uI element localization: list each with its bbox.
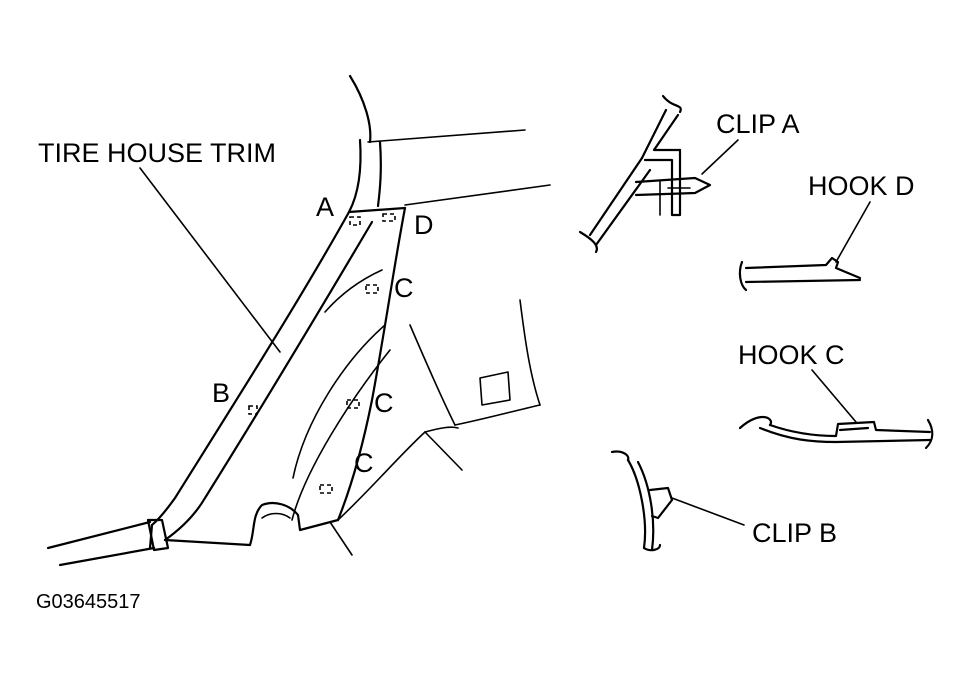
- clip-a-label: CLIP A: [716, 109, 800, 139]
- tire-house-trim-label: TIRE HOUSE TRIM: [38, 138, 276, 168]
- point-a-label: A: [316, 192, 334, 222]
- clip-b-detail: [610, 450, 745, 552]
- point-c3-label: C: [354, 448, 374, 478]
- hook-c-detail: [738, 369, 934, 450]
- trim-panel-illustration: [46, 74, 551, 567]
- point-b-label: B: [212, 378, 230, 408]
- clip-a-detail: [578, 94, 739, 254]
- hook-c-label: HOOK C: [738, 340, 845, 370]
- hook-d-detail: [738, 201, 871, 292]
- point-c1-label: C: [394, 273, 414, 303]
- figure-code: G03645517: [36, 591, 141, 613]
- point-c2-label: C: [374, 388, 394, 418]
- clip-b-label: CLIP B: [752, 518, 837, 548]
- point-d-label: D: [414, 210, 434, 240]
- hook-d-label: HOOK D: [808, 171, 915, 201]
